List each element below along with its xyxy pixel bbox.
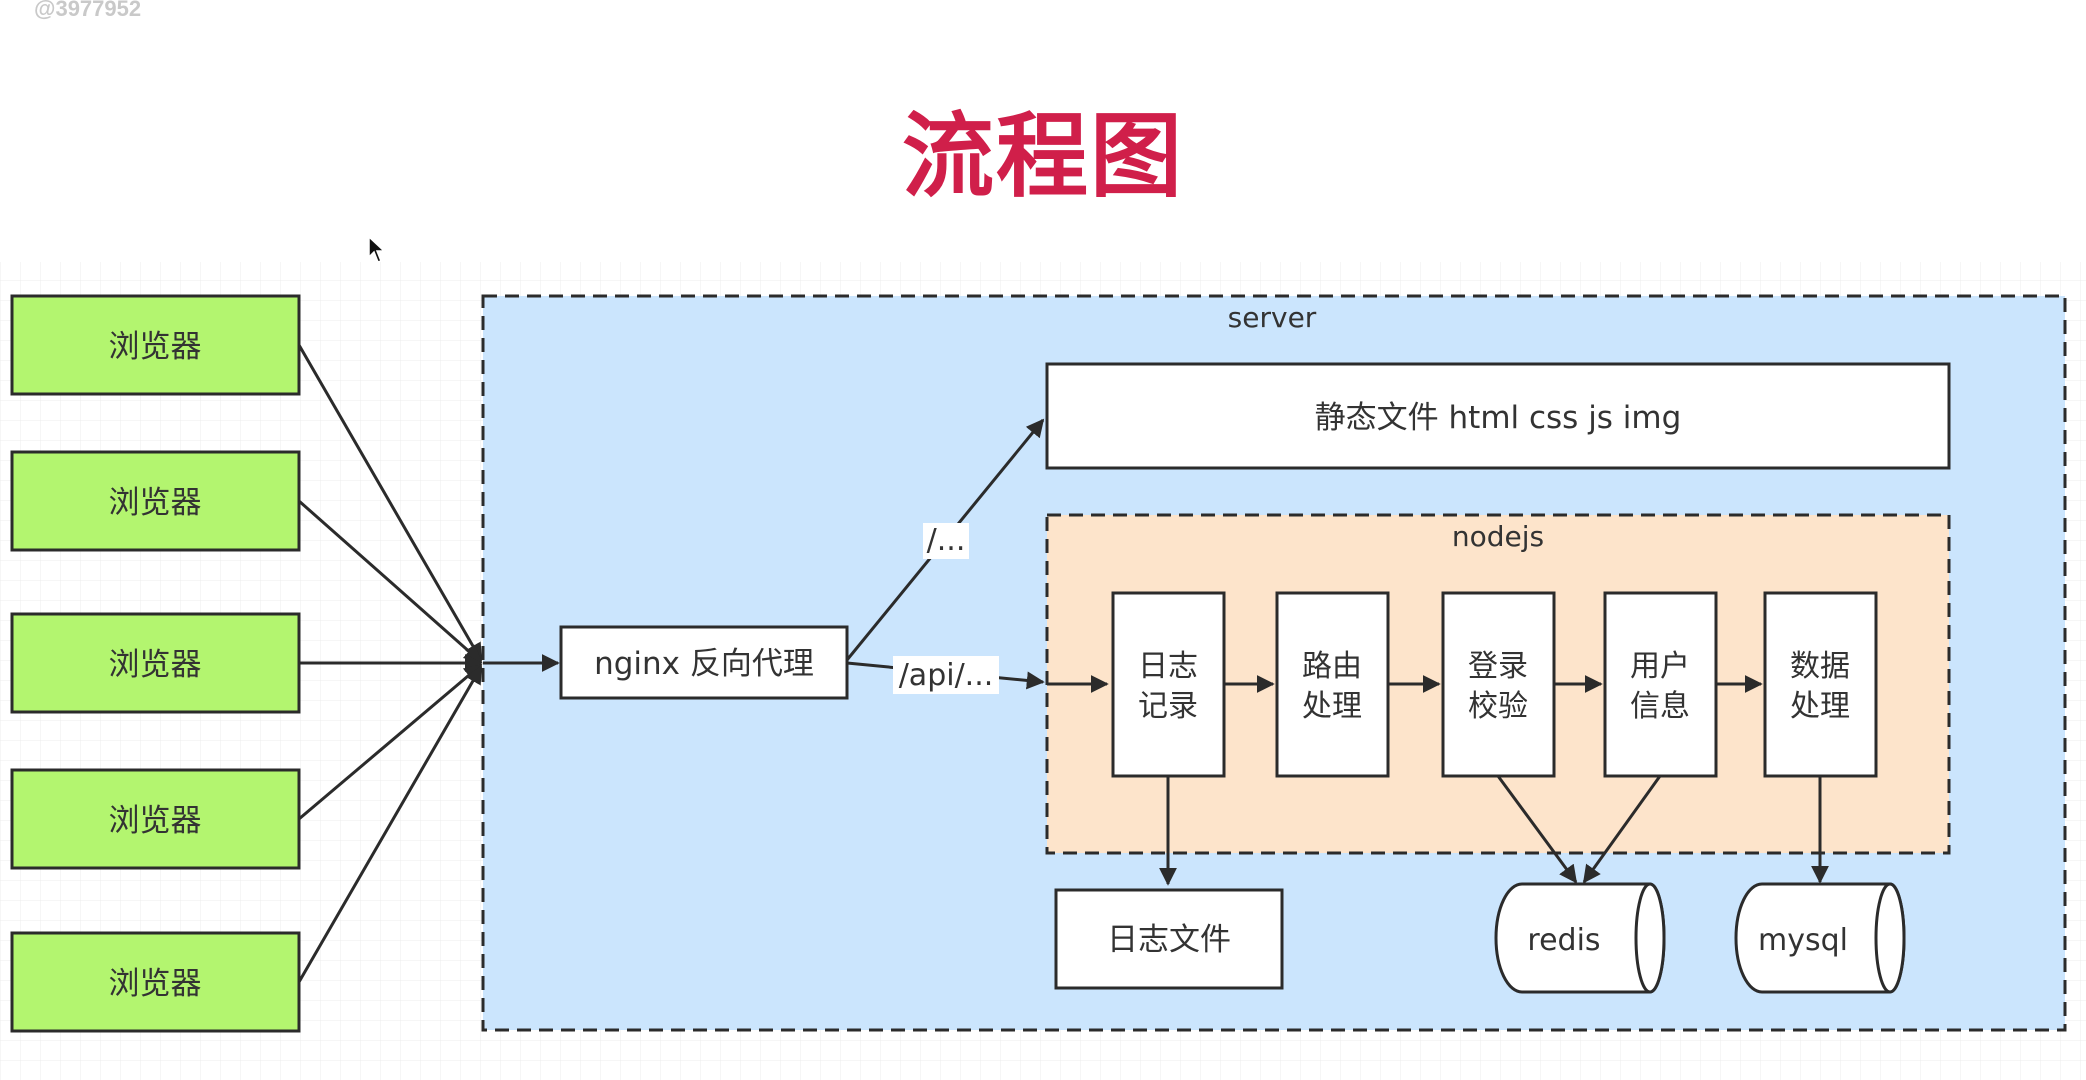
redis-cylinder-cap [1634, 882, 1666, 994]
mouse-cursor-icon [368, 236, 386, 263]
mysql-label: mysql [1758, 923, 1848, 958]
edge-user-to-redis [1582, 775, 1662, 884]
edge-browser-4 [298, 663, 483, 821]
browser-label: 浏览器 [109, 329, 202, 365]
browser-label: 浏览器 [109, 803, 202, 839]
route-static-bg [923, 523, 969, 559]
stage-user-line1: 用户 [1630, 649, 1690, 684]
browser-node[interactable] [10, 612, 301, 714]
mysql-db[interactable]: mysql [1734, 882, 1906, 994]
browser-edges [297, 344, 560, 983]
nodejs-label: nodejs [1452, 520, 1544, 553]
stage-log-line1: 日志 [1138, 649, 1198, 684]
stage-router-line2: 处理 [1302, 689, 1362, 724]
route-api-bg [893, 656, 999, 694]
stage-user-line2: 信息 [1630, 689, 1690, 724]
edge-browser-2 [298, 499, 483, 664]
edge-browser-1 [297, 344, 483, 662]
page-title: 流程图 [901, 103, 1184, 210]
stage-user[interactable] [1603, 591, 1718, 778]
stage-router[interactable] [1275, 591, 1390, 778]
route-api-label: /api/... [899, 658, 994, 693]
stage-auth[interactable] [1441, 591, 1556, 778]
nginx-label: nginx 反向代理 [594, 646, 814, 682]
redis-label: redis [1527, 923, 1600, 958]
server-label: server [1228, 301, 1317, 334]
stage-router-line1: 路由 [1302, 649, 1362, 684]
static-files-box[interactable] [1045, 362, 1951, 470]
mysql-cylinder-cap [1874, 882, 1906, 994]
route-static-label: /... [927, 523, 966, 558]
stage-auth-line1: 登录 [1468, 649, 1528, 684]
edge-auth-to-redis [1496, 775, 1578, 884]
stage-log[interactable] [1111, 591, 1226, 778]
watermark: @3977952 [34, 0, 142, 21]
browser-label: 浏览器 [109, 647, 202, 683]
stage-data[interactable] [1763, 591, 1878, 778]
stage-data-line2: 处理 [1790, 689, 1850, 724]
stage-edges [1159, 675, 1829, 886]
stage-log-line2: 记录 [1138, 689, 1198, 724]
browser-label: 浏览器 [109, 966, 202, 1002]
log-file-label: 日志文件 [1107, 922, 1231, 958]
stage-data-line1: 数据 [1790, 649, 1850, 684]
nodejs-stages: 日志 记录 路由 处理 登录 校验 用户 信息 数据 处理 [1111, 591, 1878, 778]
log-file-box[interactable] [1054, 888, 1284, 990]
nginx-box[interactable] [559, 625, 849, 700]
static-files-label: 静态文件 html css js img [1315, 400, 1682, 436]
edge-browser-5 [297, 665, 483, 983]
stage-auth-line2: 校验 [1468, 689, 1528, 724]
redis-db[interactable]: redis [1494, 882, 1666, 994]
browser-label: 浏览器 [109, 485, 202, 521]
